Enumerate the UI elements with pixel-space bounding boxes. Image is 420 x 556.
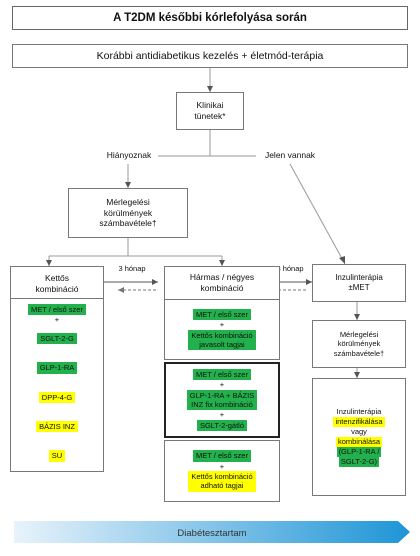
intensify-line-3: vagy [351, 426, 367, 436]
triple-block-3: MET / első szer + Kettős kombináció adha… [164, 440, 280, 502]
dual-basal-insulin: BÁZIS INZ [36, 421, 78, 433]
clinical-symptoms-box: Klinikai tünetek* [176, 92, 244, 130]
intensify-line-5: (GLP-1-RA / [336, 447, 382, 458]
triple2-fixed-line-2: INZ fix kombináció [191, 400, 253, 409]
connector-present-insulin [289, 163, 346, 265]
clinical-line-2: tünetek* [194, 111, 226, 121]
title-box: A T2DM későbbi kórlefolyása során [12, 6, 408, 30]
duration-label: Diabétesztartam [177, 528, 246, 539]
intensify-line-4: kombinálása [335, 437, 383, 448]
prior-treatment-text: Korábbi antidiabetikus kezelés + életmód… [96, 50, 324, 62]
dual-items: MET / első szer + SGLT-2-G GLP-1-RA DPP-… [10, 304, 104, 462]
triple1-dual-line-2: javasolt tagjai [199, 339, 245, 349]
dual-divider [10, 298, 104, 299]
page-title: A T2DM későbbi kórlefolyása során [113, 12, 307, 24]
triple3-plus: + [219, 461, 225, 471]
triple1-plus: + [219, 320, 225, 330]
dual-met: MET / első szer [28, 304, 86, 316]
branch-present-label: Jelen vannak [256, 150, 324, 160]
assessment-right-box: Mérlegelési körülmények számbavétele† [312, 320, 406, 368]
assessment-left-box: Mérlegelési körülmények számbavétele† [68, 188, 188, 238]
prior-treatment-box: Korábbi antidiabetikus kezelés + életmód… [12, 44, 408, 68]
insulin-therapy-box: Inzulinterápia ±MET [312, 264, 406, 302]
intensify-line-6: SGLT-2-G) [338, 457, 380, 468]
assessment-right-line-1: Mérlegelési [339, 329, 379, 339]
dual-su: SU [48, 450, 66, 462]
assessment-left-line-3: számbavétele† [99, 218, 157, 229]
triple2-sglt2: SGLT-2-gátló [196, 419, 248, 432]
dual-glp1: GLP-1-RA [36, 362, 78, 374]
triple2-plus-1: + [219, 380, 225, 390]
intensify-line-1: Inzulinterápia [336, 406, 382, 416]
assessment-left-line-1: Mérlegelési [106, 197, 150, 208]
triple-block-2: MET / első szer + GLP-1-RA + BÁZIS INZ f… [164, 362, 280, 438]
branch-absent-label: Hiányoznak [100, 150, 158, 160]
dual-title-2: kombináció [35, 283, 79, 294]
three-month-right-label: 3 hónap [276, 264, 304, 273]
insulin-line-2: ±MET [348, 283, 370, 292]
triple1-dual-members: Kettős kombináció javasolt tagjai [188, 329, 256, 351]
triple3-dual-line-1: Kettős kombináció [191, 472, 253, 482]
triple2-fixed-combo: GLP-1-RA + BÁZIS INZ fix kombináció [186, 389, 258, 411]
assessment-right-line-2: körülmények [337, 339, 381, 349]
triple2-fixed-line-1: GLP-1-RA + BÁZIS [189, 390, 255, 400]
clinical-line-1: Klinikai [196, 100, 224, 111]
triple2-met: MET / első szer [193, 368, 251, 381]
triple3-dual-members: Kettős kombináció adható tagjai [188, 471, 256, 492]
intensification-box: Inzulinterápia intenzifikálása vagy komb… [312, 378, 406, 496]
duration-arrow: Diabétesztartam [14, 521, 410, 543]
triple-title-1: Hármas / négyes [189, 272, 255, 283]
dual-sglt2: SGLT-2-G [37, 332, 77, 345]
triple-title-2: kombináció [200, 283, 244, 293]
triple3-met: MET / első szer [193, 450, 251, 462]
triple2-plus-2: + [219, 410, 225, 420]
three-month-left-label: 3 hónap [118, 264, 146, 273]
triple1-met: MET / első szer [193, 308, 251, 321]
assessment-right-line-3: számbavétele† [333, 348, 385, 358]
intensify-line-2: intenzifikálása [333, 416, 385, 427]
insulin-line-1: Inzulinterápia [335, 273, 383, 282]
triple1-dual-line-1: Kettős kombináció [191, 330, 253, 340]
dual-title-1: Kettős [44, 273, 70, 283]
triple3-dual-line-2: adható tagjai [200, 481, 244, 491]
dual-plus: + [54, 315, 60, 325]
dual-dpp4: DPP-4-G [38, 391, 76, 403]
assessment-left-line-2: körülmények [103, 207, 153, 218]
triple-combination-box: Hármas / négyes kombináció [164, 266, 280, 300]
triple-block-1: MET / első szer + Kettős kombináció java… [164, 300, 280, 360]
